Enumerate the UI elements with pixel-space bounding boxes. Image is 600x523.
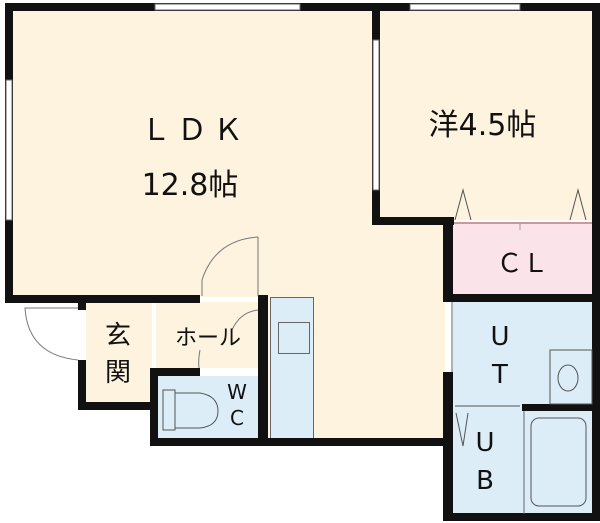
window bbox=[154, 3, 301, 11]
sink bbox=[278, 322, 310, 354]
hall-label: ホール bbox=[174, 326, 241, 351]
hall-floor bbox=[156, 302, 258, 368]
closet-label: ＣＬ bbox=[496, 249, 549, 279]
wall bbox=[78, 402, 158, 410]
wall bbox=[5, 3, 600, 11]
toilet-icon bbox=[162, 389, 219, 431]
wall bbox=[78, 302, 86, 310]
window bbox=[409, 3, 521, 11]
entrance-door-swing bbox=[24, 307, 79, 361]
wall bbox=[443, 513, 600, 521]
entrance-label-2: 関 bbox=[104, 358, 131, 388]
wall bbox=[78, 360, 86, 410]
bath-label-1: U bbox=[475, 428, 495, 458]
wall bbox=[372, 217, 454, 225]
wall bbox=[592, 3, 600, 521]
wall bbox=[150, 368, 200, 376]
wall bbox=[443, 294, 600, 302]
window bbox=[372, 39, 380, 191]
hall-door-swing bbox=[231, 309, 259, 331]
utility-floor bbox=[451, 302, 593, 406]
bath-label-2: B bbox=[476, 466, 494, 496]
wall bbox=[258, 295, 268, 445]
toilet-label-2: C bbox=[230, 406, 244, 430]
wall bbox=[150, 438, 453, 446]
utility-label-2: T bbox=[492, 360, 508, 390]
toilet-label-1: W bbox=[227, 380, 247, 404]
washbasin-icon bbox=[549, 349, 593, 405]
utility-label-1: U bbox=[490, 322, 510, 352]
ldk-label: ＬＤＫ bbox=[141, 113, 249, 148]
bath-door bbox=[455, 405, 520, 447]
kitchen-counter bbox=[270, 297, 314, 439]
wall bbox=[443, 372, 453, 521]
bathtub-icon bbox=[530, 417, 587, 507]
window bbox=[5, 79, 13, 221]
western-room-floor bbox=[380, 10, 593, 220]
ldk-size: 12.8帖 bbox=[141, 168, 239, 203]
washbasin-bowl bbox=[557, 364, 579, 392]
wall bbox=[522, 404, 600, 411]
closet-door bbox=[454, 188, 587, 221]
entrance-label-1: 玄 bbox=[104, 321, 131, 351]
wall bbox=[5, 295, 200, 303]
toilet-door-swing bbox=[198, 349, 201, 369]
wall bbox=[443, 217, 453, 302]
ldk-door-swing bbox=[201, 236, 259, 296]
western-room-label: 洋4.5帖 bbox=[428, 108, 537, 143]
entrance-floor bbox=[86, 302, 152, 402]
closet-floor bbox=[453, 222, 593, 296]
bath-floor bbox=[451, 406, 593, 514]
